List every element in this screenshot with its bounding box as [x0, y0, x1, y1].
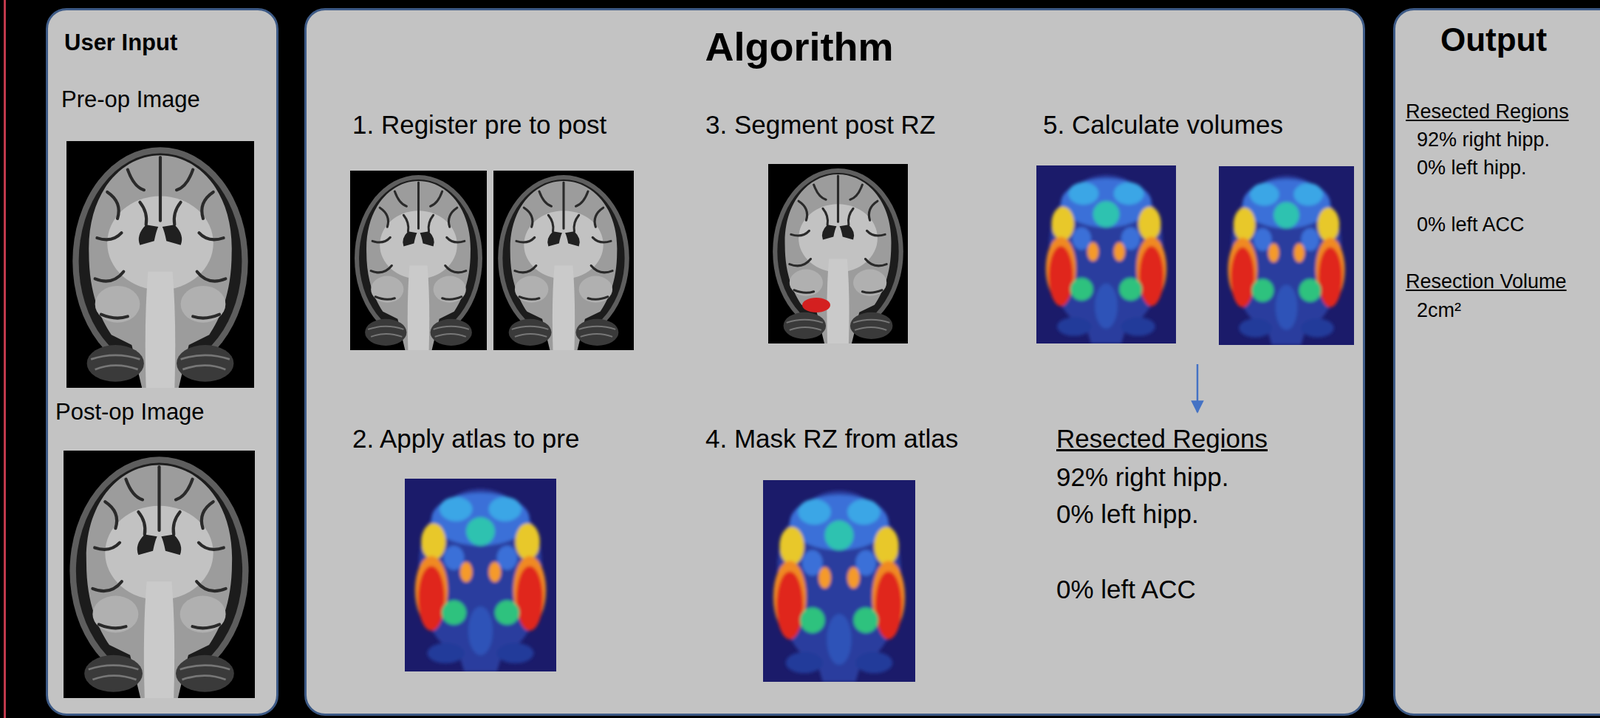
result-text: 0% left ACC [1056, 573, 1196, 605]
atlas-volume-a [1036, 165, 1176, 344]
resection-zone [802, 297, 831, 313]
preop-mri [66, 141, 255, 388]
result-heading: Resection Volume [1405, 269, 1567, 294]
step-label: 1. Register pre to post [352, 109, 607, 141]
result-text: 0% left ACC [1416, 212, 1525, 237]
step-label: 3. Segment post RZ [705, 109, 936, 141]
output-panel: OutputResected Regions 92% right hipp. 0% … [1393, 8, 1600, 716]
postop-mri [63, 450, 255, 699]
panel-heading: User Input [64, 28, 178, 57]
result-text: 0% left hipp. [1416, 155, 1527, 180]
input-panel: User InputPre-op ImagePost-op Image [45, 8, 279, 716]
flow-arrow [1196, 364, 1199, 413]
image-label: Post-op Image [55, 398, 205, 426]
registered-pre-mri [350, 170, 487, 351]
panel-heading: Algorithm [705, 22, 894, 71]
atlas-masked [763, 480, 916, 682]
segmented-mri [768, 163, 908, 344]
result-text: 2cm² [1416, 298, 1462, 323]
algorithm-panel: Algorithm 1. Register pre to post 3. Segme… [304, 8, 1366, 716]
post-mri [493, 170, 634, 351]
step-label: 5. Calculate volumes [1043, 109, 1284, 141]
edge-stripe [3, 0, 6, 718]
result-text: 92% right hipp. [1416, 127, 1550, 152]
image-label: Pre-op Image [61, 85, 201, 114]
result-heading: Resected Regions [1405, 99, 1569, 124]
result-text: 92% right hipp. [1056, 461, 1229, 493]
atlas-pre [404, 478, 557, 672]
panel-heading: Output [1440, 20, 1547, 60]
result-heading: Resected Regions [1056, 423, 1268, 455]
atlas-volume-b [1218, 166, 1355, 345]
result-text: 0% left hipp. [1056, 498, 1199, 530]
step-label: 4. Mask RZ from atlas [705, 423, 959, 455]
step-label: 2. Apply atlas to pre [352, 423, 580, 455]
